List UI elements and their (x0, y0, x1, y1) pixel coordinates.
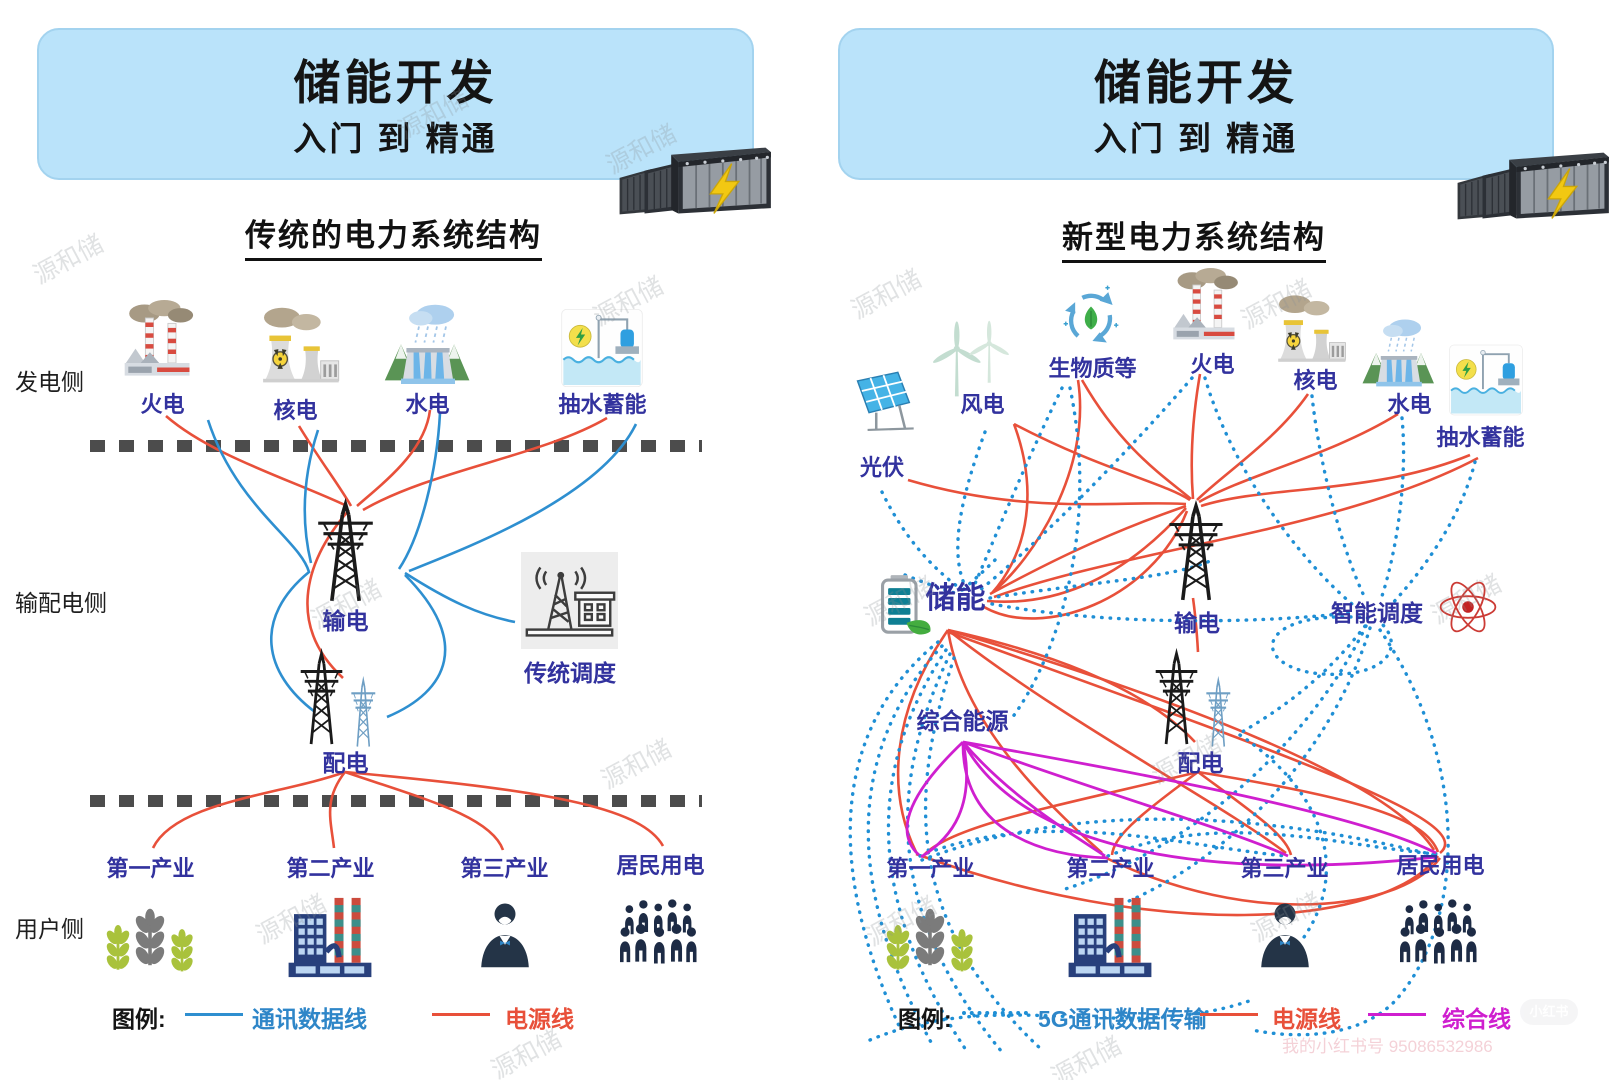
side-label-generation: 发电侧 (15, 369, 84, 395)
agriculture-icon (880, 888, 980, 988)
wind-turbine-icon (928, 296, 1018, 398)
integrated-line-swatch (1368, 1013, 1426, 1016)
node-label-pumped-storage: 抽水蓄能 (558, 392, 647, 417)
node-label-transmission: 输电 (322, 608, 369, 634)
grid-label-smart-dispatch: 智能调度 (1331, 600, 1423, 626)
side-label-users: 用户侧 (15, 916, 84, 942)
pumped-storage-icon (560, 308, 644, 388)
legend-power-line: 电源线 (505, 1006, 574, 1032)
right-section-title: 新型电力系统结构 (838, 212, 1550, 263)
agriculture-icon (100, 888, 200, 988)
pumped-storage-icon (1448, 344, 1524, 416)
factory-icon (285, 890, 375, 985)
source-label-solar: 光伏 (859, 455, 904, 480)
user-label-primary-industry: 第一产业 (886, 856, 975, 881)
transmission-tower-icon (316, 502, 375, 603)
left-section-title: 传统的电力系统结构 (37, 210, 750, 261)
factory-icon (1065, 890, 1155, 985)
fiveg-line-swatch (962, 1011, 1028, 1015)
node-label-trad-dispatch: 传统调度 (524, 660, 616, 686)
residents-icon (610, 890, 715, 975)
side-label-transmission: 输配电侧 (15, 590, 107, 616)
thermal-plant-icon (124, 299, 194, 377)
legend-power-line: 电源线 (1272, 1006, 1341, 1032)
node-label-hydro: 水电 (405, 392, 450, 417)
user-label-tertiary-industry: 第三产业 (460, 856, 549, 881)
user-label-residents: 居民用电 (1396, 853, 1485, 878)
left-communication-lines (206, 412, 638, 719)
right-header-title: 储能开发 (1094, 56, 1298, 109)
left-header-subtitle: 入门 到 精通 (293, 120, 498, 157)
grid-label-transmission: 输电 (1174, 610, 1220, 636)
user-label-tertiary-industry: 第三产业 (1240, 856, 1329, 881)
xiaohongshu-badge: 小红书 (1520, 999, 1578, 1025)
nuclear-plant-icon (262, 307, 340, 384)
hydro-dam-icon (1361, 318, 1435, 388)
grid-label-distribution: 配电 (1177, 750, 1224, 776)
source-label-wind: 风电 (960, 392, 1005, 417)
user-label-primary-industry: 第一产业 (106, 856, 195, 881)
user-label-residents: 居民用电 (616, 853, 705, 878)
source-label-hydro: 水电 (1387, 392, 1432, 417)
user-label-secondary-industry: 第二产业 (286, 856, 375, 881)
transmission-tower-icon (1167, 504, 1225, 602)
service-person-icon (481, 903, 529, 968)
power-line-swatch (1200, 1013, 1258, 1016)
solar-panel-icon (856, 371, 915, 432)
distribution-towers-icon (293, 648, 398, 748)
left-header-title: 储能开发 (293, 56, 498, 109)
residents-icon (1390, 890, 1495, 975)
node-label-distribution: 配电 (322, 750, 369, 776)
biomass-recycle-icon (1055, 282, 1127, 354)
grid-label-integrated-energy: 综合能源 (916, 708, 1009, 734)
power-line-swatch (432, 1013, 490, 1016)
grid-label-storage: 储能 (925, 582, 986, 615)
thermal-plant-icon (1172, 267, 1239, 340)
atom-icon (1439, 577, 1497, 637)
source-label-nuclear: 核电 (1293, 368, 1338, 393)
source-label-thermal: 火电 (1190, 352, 1235, 377)
left-legend-title: 图例: (112, 1006, 166, 1032)
source-label-biomass: 生物质等 (1048, 356, 1137, 381)
legend-5g-data-line: 5G通讯数据传输 (1038, 1006, 1207, 1032)
distribution-towers-icon (1148, 648, 1253, 748)
account-watermark-note: 我的小红书号 95086532986 (1282, 1037, 1493, 1056)
right-5g-data-lines (848, 376, 1477, 1054)
battery-container-icon (1456, 151, 1610, 221)
battery-container-icon (618, 146, 772, 216)
node-label-nuclear: 核电 (273, 398, 318, 423)
legend-integrated-line: 综合线 (1442, 1006, 1511, 1032)
right-integrated-lines (905, 740, 1438, 867)
service-person-icon (1261, 903, 1309, 968)
legend-comm-line: 通讯数据线 (252, 1006, 367, 1032)
right-header-banner: 储能开发 入门 到 精通 (838, 28, 1554, 180)
user-label-secondary-industry: 第二产业 (1066, 856, 1155, 881)
right-header-subtitle: 入门 到 精通 (1093, 120, 1299, 157)
hydro-dam-icon (383, 303, 471, 385)
source-label-pumped-storage: 抽水蓄能 (1436, 425, 1525, 450)
node-label-thermal: 火电 (140, 392, 185, 417)
left-header-banner: 储能开发 入门 到 精通 (37, 28, 754, 180)
left-power-lines (151, 409, 665, 851)
nuclear-plant-icon (1277, 294, 1347, 363)
comm-line-swatch (185, 1013, 243, 1016)
right-legend-title: 图例: (898, 1006, 952, 1032)
dispatch-station-icon (519, 550, 620, 651)
